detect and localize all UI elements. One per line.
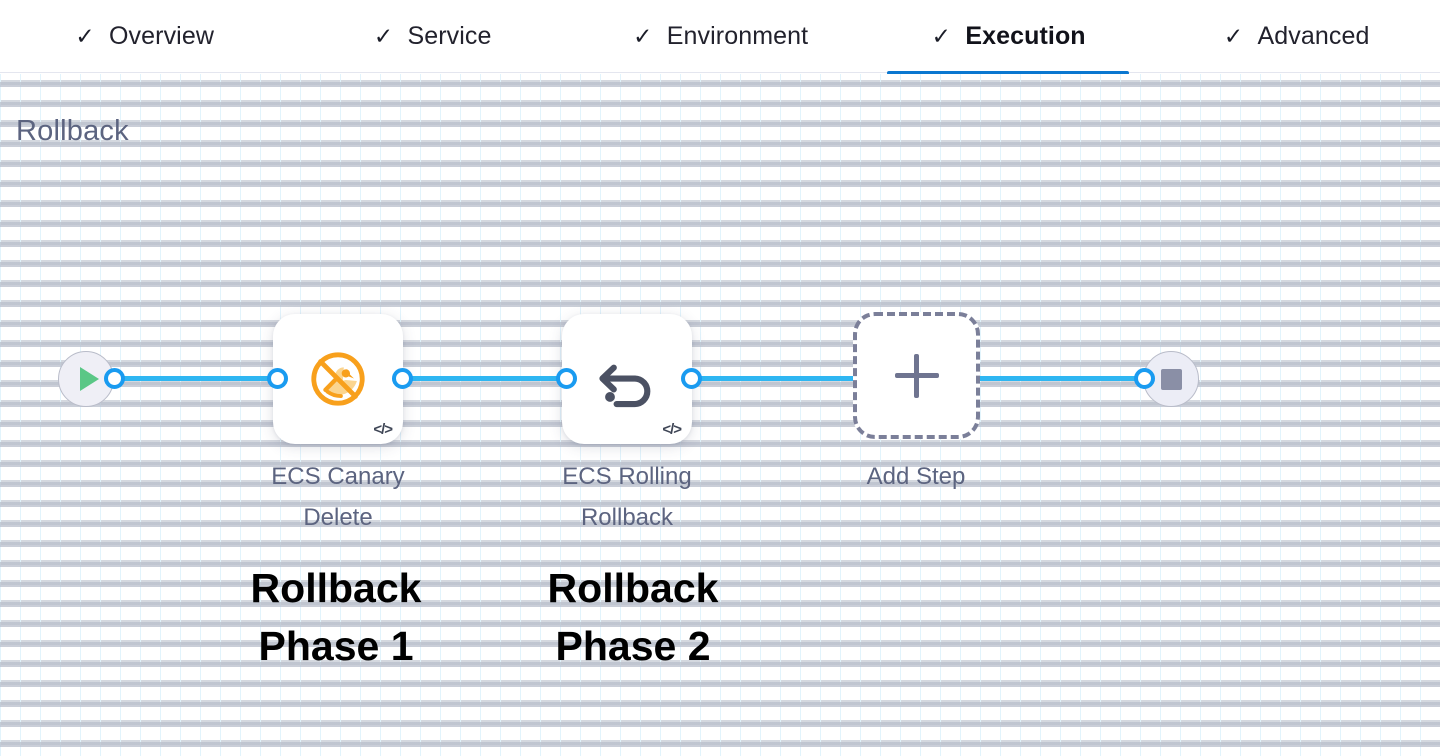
- tab-overview-label: Overview: [109, 21, 214, 50]
- tab-advanced[interactable]: ✓ Advanced: [1152, 0, 1440, 73]
- check-icon: ✓: [1223, 23, 1244, 49]
- add-step-button[interactable]: [853, 312, 980, 439]
- port-node1-input[interactable]: [267, 368, 288, 389]
- tab-execution[interactable]: ✓ Execution: [864, 0, 1152, 75]
- tab-overview[interactable]: ✓ Overview: [0, 0, 288, 73]
- tab-active-underline: [887, 70, 1129, 75]
- rollback-arrow-icon: [562, 314, 692, 444]
- connector-node1-to-node2[interactable]: [398, 376, 570, 381]
- pipeline-flow-graph: </> ECS Canary Delete </> ECS Rolling Ro…: [0, 74, 1440, 756]
- check-icon: ✓: [373, 23, 394, 49]
- code-view-icon[interactable]: </>: [373, 421, 393, 438]
- port-node2-input[interactable]: [556, 368, 577, 389]
- tab-advanced-label: Advanced: [1257, 21, 1370, 50]
- step-node-label-ecs-rolling-rollback: ECS Rolling Rollback: [562, 463, 692, 531]
- stage-tab-bar: ✓ Overview ✓ Service ✓ Environment ✓ Exe…: [0, 0, 1440, 75]
- check-icon: ✓: [931, 23, 951, 49]
- step-node-label-ecs-canary-delete: ECS Canary Delete: [271, 463, 405, 531]
- port-start-output[interactable]: [104, 368, 125, 389]
- canary-delete-icon: [273, 314, 403, 444]
- code-view-icon[interactable]: </>: [662, 421, 682, 438]
- port-end-input[interactable]: [1134, 368, 1155, 389]
- port-node2-output[interactable]: [681, 368, 702, 389]
- tab-service-label: Service: [407, 21, 492, 50]
- stop-icon: [1160, 368, 1182, 390]
- tab-environment-label: Environment: [666, 21, 809, 50]
- check-icon: ✓: [633, 23, 653, 49]
- annotation-rollback-phase-2: Rollback Phase 2: [547, 565, 719, 669]
- tab-service[interactable]: ✓ Service: [288, 0, 576, 73]
- connector-start-to-node1[interactable]: [110, 376, 282, 381]
- plus-icon: [914, 353, 919, 398]
- tab-execution-label: Execution: [965, 21, 1086, 50]
- execution-flow-canvas[interactable]: Rollback: [0, 74, 1440, 756]
- canvas-section-title: Rollback: [16, 115, 129, 147]
- check-icon: ✓: [75, 23, 95, 49]
- port-node1-output[interactable]: [392, 368, 413, 389]
- annotation-rollback-phase-1: Rollback Phase 1: [250, 565, 422, 669]
- tab-environment[interactable]: ✓ Environment: [576, 0, 864, 73]
- add-step-label: Add Step: [866, 463, 966, 490]
- step-node-ecs-canary-delete[interactable]: </>: [273, 314, 403, 444]
- play-icon: [79, 367, 99, 391]
- step-node-ecs-rolling-rollback[interactable]: </>: [562, 314, 692, 444]
